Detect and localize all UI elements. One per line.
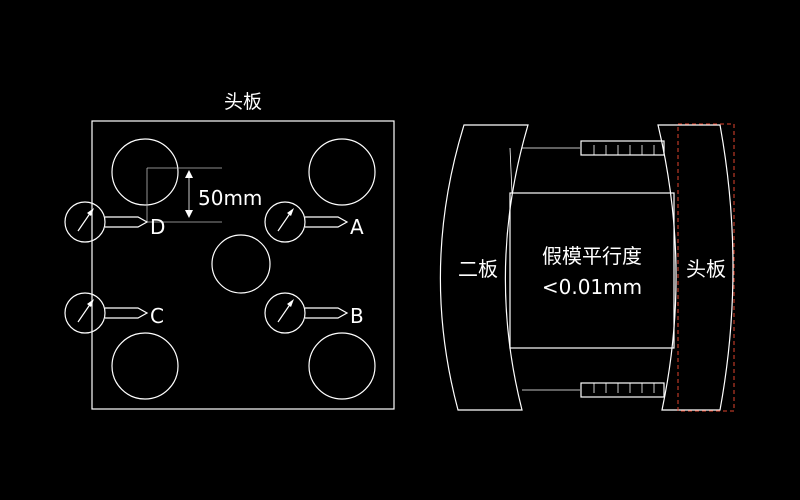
lower-tie-bar	[580, 382, 665, 398]
needle-icon	[87, 299, 94, 307]
head-plate-side-label: 头板	[686, 257, 726, 281]
dimension-label: 50mm	[198, 186, 262, 210]
dial-gauge-d: D	[64, 201, 165, 243]
head-plate-dashed-outline	[677, 123, 735, 412]
tie-bar-hole-top-right	[308, 138, 376, 206]
left-view-title: 头板	[224, 91, 262, 113]
dial-gauge-c: C	[64, 292, 164, 334]
gauge-label-d: D	[150, 215, 165, 239]
arrow-down-icon	[185, 210, 193, 218]
dial-gauge-b: B	[264, 292, 364, 334]
upper-tie-bar	[580, 140, 665, 156]
gauge-label-a: A	[350, 215, 364, 239]
dial-gauge-a: A	[264, 201, 364, 243]
tie-bar-hole-bottom-right	[308, 332, 376, 400]
needle-icon	[287, 208, 294, 216]
tie-bar-hole-top-left	[111, 138, 179, 206]
dummy-mold-block	[509, 192, 675, 349]
upper-rail	[509, 147, 513, 194]
gauge-label-b: B	[350, 304, 364, 328]
head-plate-side-outline	[657, 124, 734, 411]
parallelism-value: <0.01mm	[542, 275, 642, 299]
moving-plate-outline	[439, 124, 529, 411]
needle-icon	[87, 208, 94, 216]
head-plate-outline	[91, 120, 395, 410]
gauge-label-c: C	[150, 304, 164, 328]
moving-plate-label: 二板	[458, 257, 498, 281]
needle-icon	[287, 299, 294, 307]
nozzle-hole	[211, 234, 271, 294]
dimension-50mm: 50mm	[146, 167, 262, 223]
tie-bar-hole-bottom-left	[111, 332, 179, 400]
arrow-up-icon	[185, 170, 193, 178]
parallelism-label: 假模平行度	[542, 244, 642, 268]
